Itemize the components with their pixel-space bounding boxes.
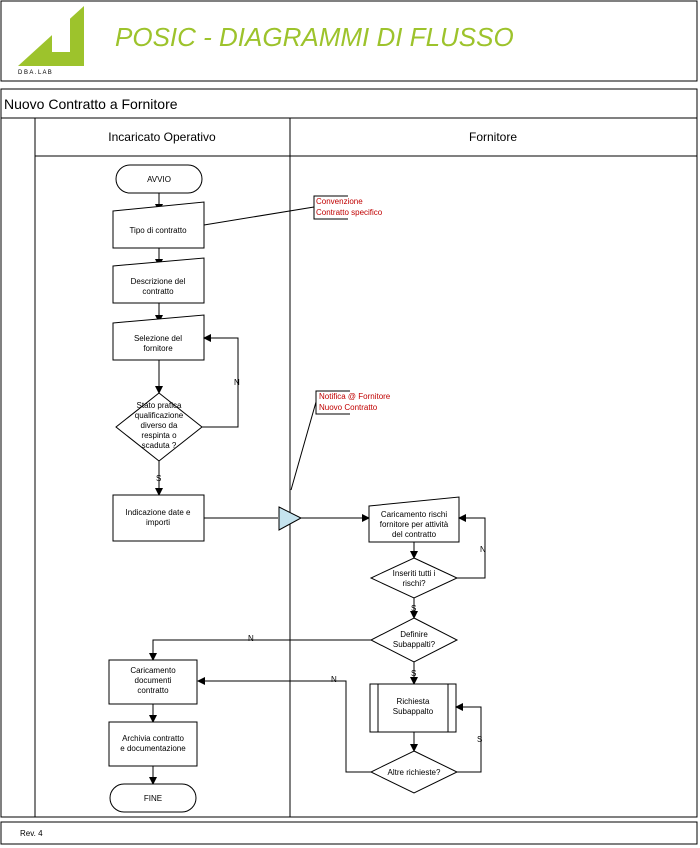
header-title: POSIC - DIAGRAMMI DI FLUSSO [115, 22, 514, 52]
indicazione-date-process [112, 494, 205, 542]
selezione-label-1: Selezione del [134, 334, 182, 343]
edge-inseriti-n-loop [457, 514, 486, 579]
annotation-notifica-1: Notifica @ Fornitore [319, 392, 391, 401]
caricamento-rischi-label-1: Caricamento rischi [381, 510, 447, 519]
end-label: FINE [144, 794, 162, 803]
caricamento-rischi-label-2: fornitore per attività [380, 520, 449, 529]
caricamento-rischi-label-3: del contratto [392, 530, 437, 539]
start-label: AVVIO [147, 175, 171, 184]
lane-title-fornitore: Fornitore [469, 130, 517, 144]
annotation-convenzione-bracket [313, 195, 348, 220]
end-terminator [109, 783, 197, 813]
richiesta-label-2: Subappalto [393, 707, 434, 716]
stato-label-2: qualificazione [135, 411, 184, 420]
header-box [0, 0, 698, 82]
swimlane-frame [0, 117, 698, 818]
caricamento-doc-label-3: contratto [137, 686, 169, 695]
edge-stato-n-loop [202, 334, 239, 428]
annotation-convenzione-2: Contratto specifico [316, 208, 383, 217]
edge-label-s-altre: S [477, 735, 482, 744]
caricamento-doc-label-1: Caricamento [130, 666, 176, 675]
footer-box [0, 821, 698, 845]
edge-label-s-definire: S [411, 669, 416, 678]
archivia-label-2: e documentazione [120, 744, 186, 753]
edge-label-n-selezione: N [234, 378, 240, 387]
richiesta-label-1: Richiesta [397, 697, 430, 706]
descrizione-contratto-input [112, 257, 205, 304]
inseriti-label-2: rischi? [402, 579, 426, 588]
inseriti-rischi-decision [369, 557, 459, 599]
tipo-contratto-input [112, 201, 205, 249]
footer-rev: Rev. 4 [20, 829, 43, 838]
stato-label-1: Stato pratica [137, 401, 182, 410]
stato-label-5: scaduta ? [142, 441, 177, 450]
descrizione-label-2: contratto [142, 287, 174, 296]
annotation-notifica-2: Nuovo Contratto [319, 403, 378, 412]
process-title: Nuovo Contratto a Fornitore [4, 96, 178, 112]
stato-label-4: respinta o [141, 431, 177, 440]
edge-label-s-inseriti: S [411, 604, 416, 613]
annotation-notifica-bracket [315, 390, 350, 415]
selezione-label-2: fornitore [143, 344, 173, 353]
lane-title-incaricato: Incaricato Operativo [108, 130, 216, 144]
definire-label-1: Definire [400, 630, 428, 639]
edge-label-n-definire: N [248, 634, 254, 643]
edge-label-s-stato: S [156, 474, 161, 483]
logo-text: D B A . L A B [18, 70, 52, 76]
annotation-notifica-connector [290, 401, 317, 491]
handoff-triangle [278, 506, 303, 531]
inseriti-label-1: Inseriti tutti i [393, 569, 436, 578]
caricamento-doc-label-2: documenti [135, 676, 172, 685]
edge-label-n-altre: N [331, 675, 337, 684]
tipo-contratto-label: Tipo di contratto [129, 226, 187, 235]
annotation-convenzione-connector [203, 206, 315, 226]
stato-label-3: diverso da [141, 421, 178, 430]
dba-lab-logo: D B A . L A B [18, 6, 84, 76]
caricamento-rischi-input [368, 496, 460, 543]
descrizione-label-1: Descrizione del [131, 277, 186, 286]
archivia-label-1: Archivia contratto [122, 734, 184, 743]
indicazione-label-2: importi [146, 518, 170, 527]
annotation-convenzione-1: Convenzione [316, 197, 363, 206]
edge-label-n-inseriti: N [480, 545, 486, 554]
edge-altre-n [197, 677, 371, 773]
process-title-box [0, 88, 698, 119]
definire-label-2: Subappalti? [393, 640, 436, 649]
edge-definire-n [149, 639, 371, 661]
altre-richieste-decision [369, 750, 459, 794]
selezione-fornitore-input [112, 314, 205, 361]
edge-altre-s-loop [455, 703, 482, 773]
caricamento-documenti-process [108, 659, 198, 705]
archivia-contratto-process [108, 721, 198, 767]
indicazione-label-1: Indicazione date e [126, 508, 191, 517]
altre-label: Altre richieste? [388, 768, 441, 777]
richiesta-subappalto-process [369, 683, 457, 733]
